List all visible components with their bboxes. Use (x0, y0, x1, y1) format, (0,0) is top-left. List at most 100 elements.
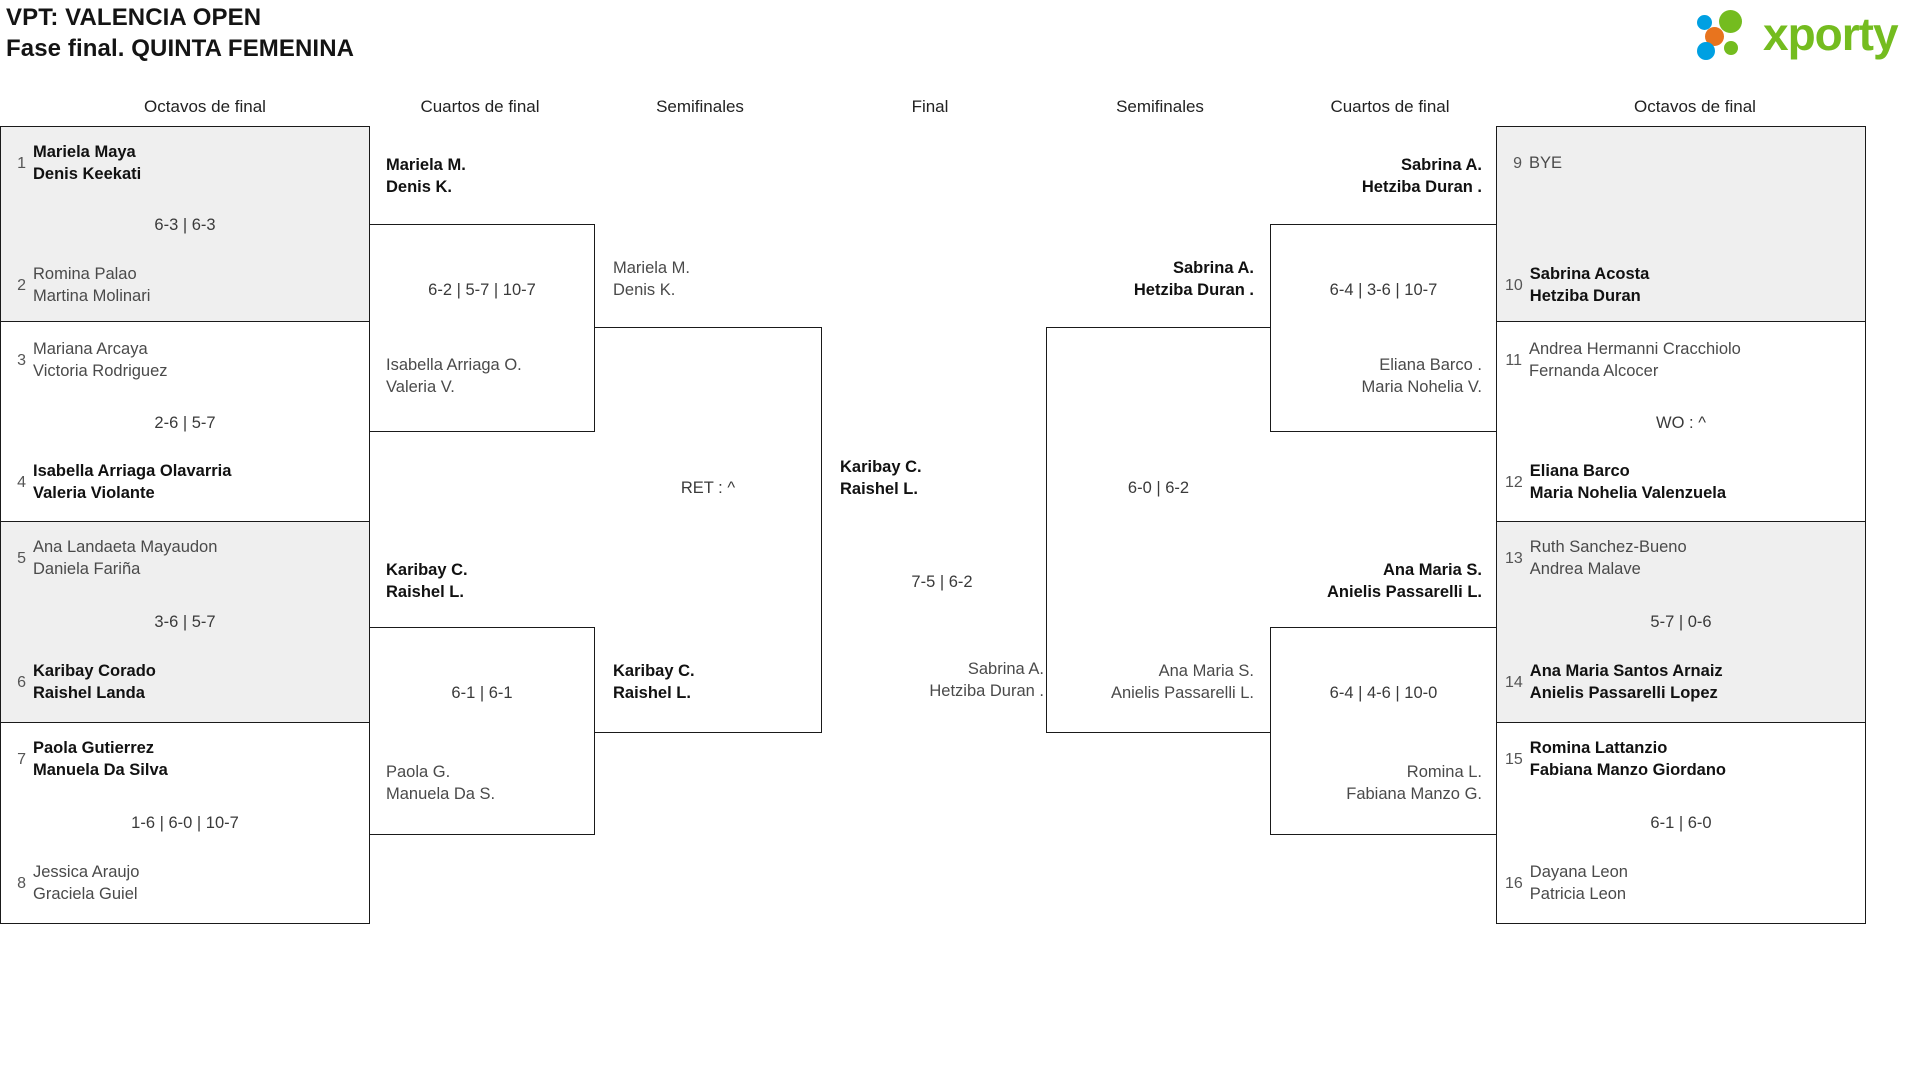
team-slot[interactable]: Karibay C.Raishel L. (605, 654, 815, 710)
seed-number: 7 (17, 750, 26, 768)
player-name: Patricia Leon (1529, 885, 1627, 903)
team-slot[interactable]: Mariela M. Denis K. (605, 251, 815, 307)
player-name: Denis K. (386, 178, 453, 196)
team-slot[interactable]: Isabella Arriaga O.Valeria V. (378, 348, 593, 404)
match-box-rsf-1[interactable]: 6-0 | 6-2 (1046, 327, 1270, 733)
tournament-name: VPT: VALENCIA OPEN (6, 4, 262, 31)
match-score: 3-6 | 5-7 (154, 613, 216, 631)
team-slot[interactable]: Eliana Barco .Maria Nohelia V. (1274, 348, 1490, 404)
match-score: WO : ^ (1656, 414, 1706, 432)
team-slot[interactable]: Romina L.Fabiana Manzo G. (1274, 755, 1490, 811)
match-box-rqf-2[interactable]: 6-4 | 4-6 | 10-0 (1270, 627, 1496, 835)
team-slot[interactable]: 9 BYE (1497, 135, 1859, 191)
team-slot[interactable]: Sabrina A.Hetziba Duran . (1274, 148, 1490, 204)
player-name: Romina Lattanzio (1529, 739, 1668, 757)
player-name: Mariela Maya (33, 143, 136, 161)
team-slot[interactable]: Paola G.Manuela Da S. (378, 755, 593, 811)
player-name: Raishel L. (386, 583, 464, 601)
player-name: Sabrina A. (1401, 156, 1482, 174)
round-header-final: Final (911, 97, 949, 116)
seed-number: 6 (17, 673, 26, 691)
seed-number: 5 (17, 549, 26, 567)
team-slot-final-loser[interactable]: Sabrina A.Hetziba Duran . (832, 652, 1052, 708)
player-name: Anielis Passarelli L. (1110, 684, 1254, 702)
player-name: Hetziba Duran . (1133, 281, 1254, 299)
team-slot[interactable]: Karibay C. Raishel L. (378, 553, 593, 609)
player-name: Hetziba Duran . (929, 682, 1044, 700)
match-box-rqf-1[interactable]: 6-4 | 3-6 | 10-7 (1270, 224, 1496, 432)
round-header-cuartos-right: Cuartos de final (1330, 97, 1450, 116)
player-name: BYE (1529, 154, 1563, 172)
team-slot[interactable]: Ana Maria S. Anielis Passarelli L. (1050, 654, 1262, 710)
page-title: VPT: VALENCIA OPEN Fase final. QUINTA FE… (6, 2, 354, 64)
team-slot-final-winner[interactable]: Karibay C.Raishel L. (832, 450, 1052, 506)
player-name: Karibay C. (386, 561, 468, 579)
player-name: Eliana Barco (1529, 462, 1630, 480)
player-name: Ana Landaeta Mayaudon (33, 538, 218, 556)
player-name: Martina Molinari (33, 287, 151, 305)
player-name: Isabella Arriaga Olavarria (33, 462, 232, 480)
match-box-lqf-2[interactable]: 6-1 | 6-1 (370, 627, 595, 835)
seed-number: 10 (1505, 276, 1523, 294)
match-score: 1-6 | 6-0 | 10-7 (131, 814, 239, 832)
round-header-semis-left: Semifinales (656, 97, 744, 116)
seed-number: 15 (1505, 750, 1523, 768)
player-name: Valeria V. (386, 378, 455, 396)
match-score: RET : ^ (680, 479, 736, 497)
player-name: Andrea Hermanni Cracchiolo (1529, 340, 1741, 358)
match-score: 6-3 | 6-3 (154, 216, 216, 234)
match-score: 6-1 | 6-1 (451, 684, 513, 702)
player-name: Mariana Arcaya (33, 340, 148, 358)
player-name: Mariela M. (613, 259, 691, 277)
seed-number: 13 (1505, 549, 1523, 567)
player-name: Fabiana Manzo G. (1346, 785, 1482, 803)
logo-wordmark: xporty (1763, 8, 1899, 60)
player-name: Hetziba Duran (1529, 287, 1641, 305)
player-name: Karibay Corado (33, 662, 156, 680)
seed-number: 14 (1505, 673, 1523, 691)
team-slot[interactable]: Ana Maria S.Anielis Passarelli L. (1274, 553, 1490, 609)
seed-number: 16 (1505, 874, 1523, 892)
player-name: Victoria Rodriguez (33, 362, 168, 380)
team-slot[interactable]: Mariela M.Denis K. (378, 148, 593, 204)
xporty-logo[interactable]: xporty (1697, 6, 1907, 64)
logo-dots-icon (1697, 10, 1759, 60)
player-name: Denis K. (613, 281, 676, 299)
player-name: Raishel L. (840, 480, 918, 498)
player-name: Dayana Leon (1529, 863, 1628, 881)
player-name: Ana Maria S. (1158, 662, 1254, 680)
match-box-lsf-1[interactable]: RET : ^ (595, 327, 822, 733)
match-score-final: 7-5 | 6-2 (911, 573, 973, 591)
team-slot[interactable]: Sabrina A.Hetziba Duran . (1050, 251, 1262, 307)
match-score: 6-4 | 4-6 | 10-0 (1329, 684, 1438, 702)
player-name: Fernanda Alcocer (1529, 362, 1659, 380)
player-name: Jessica Araujo (33, 863, 140, 881)
match-score: 2-6 | 5-7 (154, 414, 216, 432)
seed-number: 11 (1505, 351, 1522, 369)
match-box-lqf-1[interactable]: 6-2 | 5-7 | 10-7 (370, 224, 595, 432)
player-name: Paola Gutierrez (33, 739, 155, 757)
